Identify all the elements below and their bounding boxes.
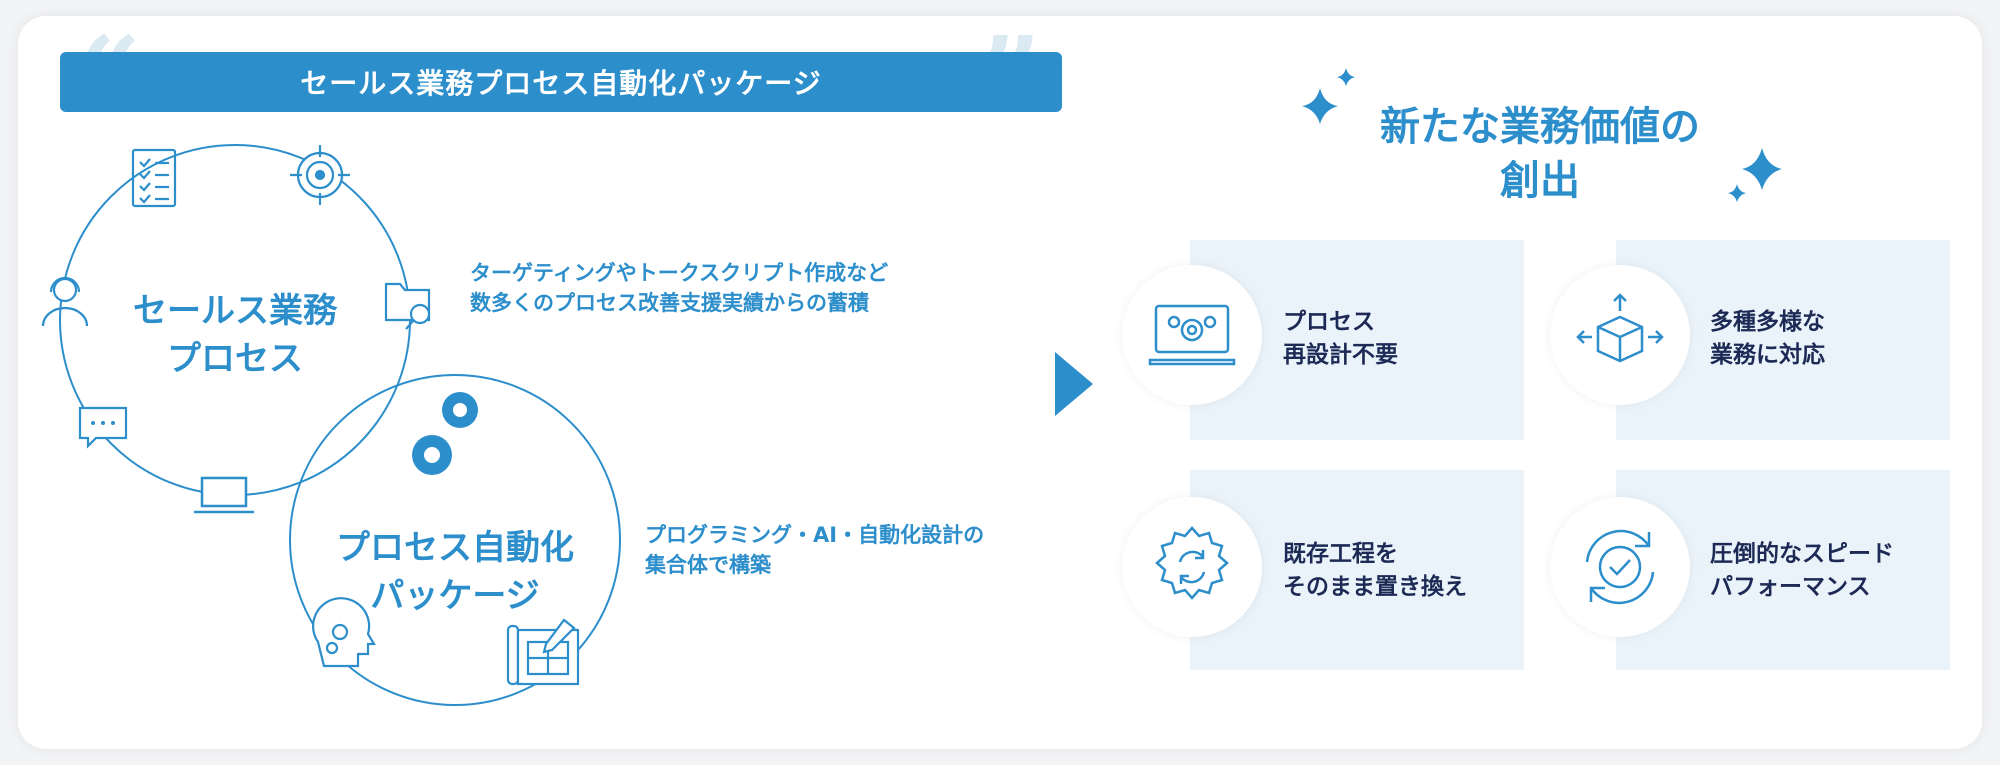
benefit-variety-line1: 多種多様な xyxy=(1710,309,1825,335)
sales-note-line2: 数多くのプロセス改善支援実績からの蓄積 xyxy=(470,291,869,316)
package-banner: セールス業務プロセス自動化パッケージ xyxy=(60,52,1062,112)
gear-refresh-icon xyxy=(1155,526,1229,600)
benefit-redesign-line1: プロセス xyxy=(1283,309,1375,335)
target-icon xyxy=(290,145,350,205)
brain-head-icon xyxy=(312,597,376,668)
chat-bubble-icon xyxy=(78,406,128,449)
benefit-speed-line1: 圧倒的なスピード xyxy=(1710,541,1894,567)
automation-note-line1: プログラミング・AI・自動化設計の xyxy=(645,523,985,547)
benefit-icon-circle xyxy=(1122,497,1262,637)
folder-search-icon xyxy=(384,282,431,330)
laptop-icon xyxy=(194,476,254,514)
automation-package-line1: プロセス自動化 xyxy=(336,528,574,568)
headset-user-icon xyxy=(41,276,89,327)
benefit-redesign-line2: 再設計不要 xyxy=(1283,342,1398,369)
banner-title: セールス業務プロセス自動化パッケージ xyxy=(300,67,822,100)
blueprint-icon xyxy=(506,618,580,686)
sales-process-line2: プロセス xyxy=(167,338,303,379)
benefit-replace-line1: 既存工程を xyxy=(1283,541,1398,567)
automation-package-label: プロセス自動化 パッケージ xyxy=(310,525,600,620)
benefit-icon-circle xyxy=(1122,265,1262,405)
box-arrows-icon xyxy=(1576,293,1664,363)
benefit-text-redesign: プロセス 再設計不要 xyxy=(1283,306,1398,373)
sales-process-label: セールス業務 プロセス xyxy=(110,288,360,383)
laptop-gears-icon xyxy=(1148,304,1236,366)
automation-note: プログラミング・AI・自動化設計の 集合体で構築 xyxy=(645,520,984,581)
hero-line1: 新たな業務価値の xyxy=(1380,104,1700,150)
benefit-icon-circle xyxy=(1550,265,1690,405)
automation-package-line2: パッケージ xyxy=(370,575,540,616)
benefit-replace-line2: そのまま置き換え xyxy=(1283,574,1467,601)
automation-note-line2: 集合体で構築 xyxy=(645,553,771,578)
sparkle-icon xyxy=(1302,68,1782,202)
benefit-variety-line2: 業務に対応 xyxy=(1710,342,1825,369)
cycle-check-icon xyxy=(1585,529,1655,605)
sales-process-note: ターゲティングやトークスクリプト作成など 数多くのプロセス改善支援実績からの蓄積 xyxy=(470,258,888,319)
benefit-text-speed: 圧倒的なスピード パフォーマンス xyxy=(1710,538,1894,605)
checklist-icon xyxy=(131,148,177,208)
benefit-speed-line2: パフォーマンス xyxy=(1710,574,1871,601)
benefit-text-variety: 多種多様な 業務に対応 xyxy=(1710,306,1825,373)
hero-line2: 創出 xyxy=(1500,158,1580,204)
benefit-icon-circle xyxy=(1550,497,1690,637)
sales-note-line1: ターゲティングやトークスクリプト作成など xyxy=(470,261,889,285)
automation-package-circle xyxy=(289,374,621,706)
benefit-text-replace: 既存工程を そのまま置き換え xyxy=(1283,538,1467,605)
flow-arrow-icon xyxy=(1055,352,1093,416)
sales-process-line1: セールス業務 xyxy=(133,291,337,331)
gears-icon xyxy=(412,392,478,475)
hero-title: 新たな業務価値の 創出 xyxy=(1280,100,1800,208)
